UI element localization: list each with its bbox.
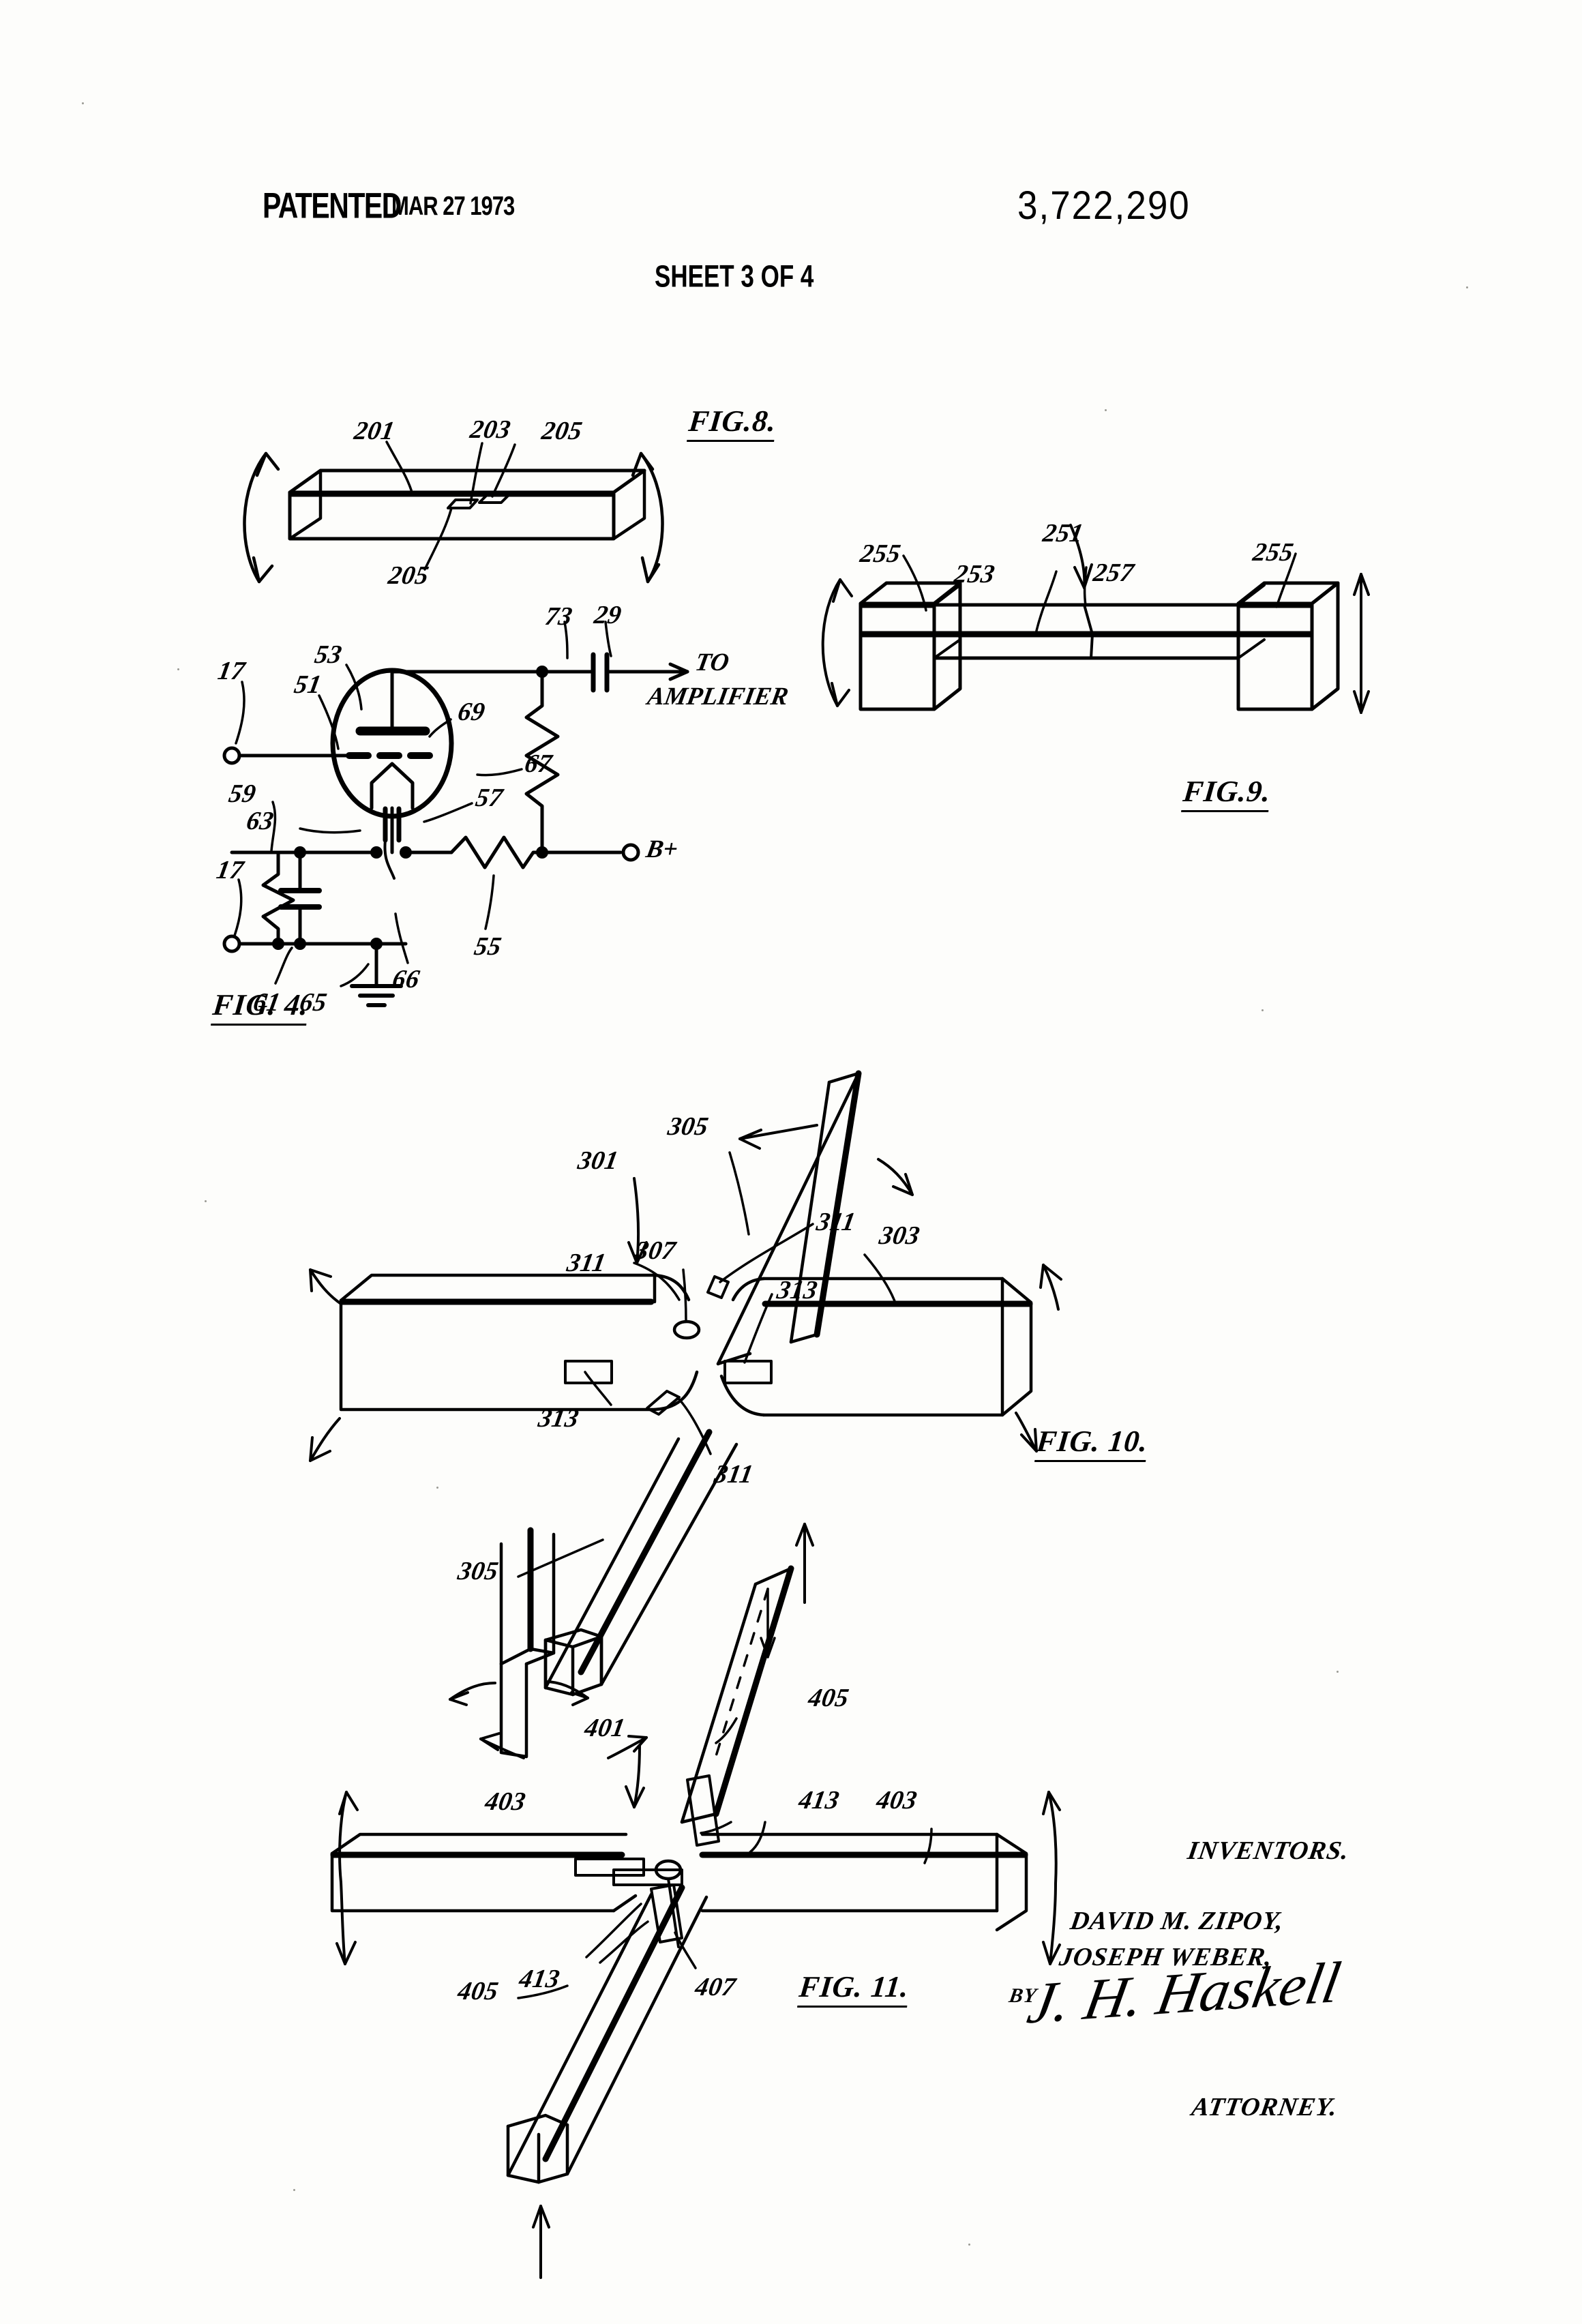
fig11-ref-403-left: 403 [483,1787,528,1817]
fig11-ref-405-lower: 405 [456,1976,501,2006]
fig11-ref-413-lower: 413 [517,1964,562,1994]
fig11-ref-407: 407 [693,1972,738,2002]
attorney-label: ATTORNEY. [1190,2092,1340,2122]
inventor-name-1: DAVID M. ZIPOY, [1069,1906,1287,1936]
fig11-ref-403-right: 403 [874,1785,919,1815]
fig11-ref-413-upper: 413 [796,1785,841,1815]
fig11-ref-405-upper: 405 [806,1683,851,1713]
inventors-label: INVENTORS. [1186,1836,1352,1866]
fig11-ref-401: 401 [582,1713,627,1743]
